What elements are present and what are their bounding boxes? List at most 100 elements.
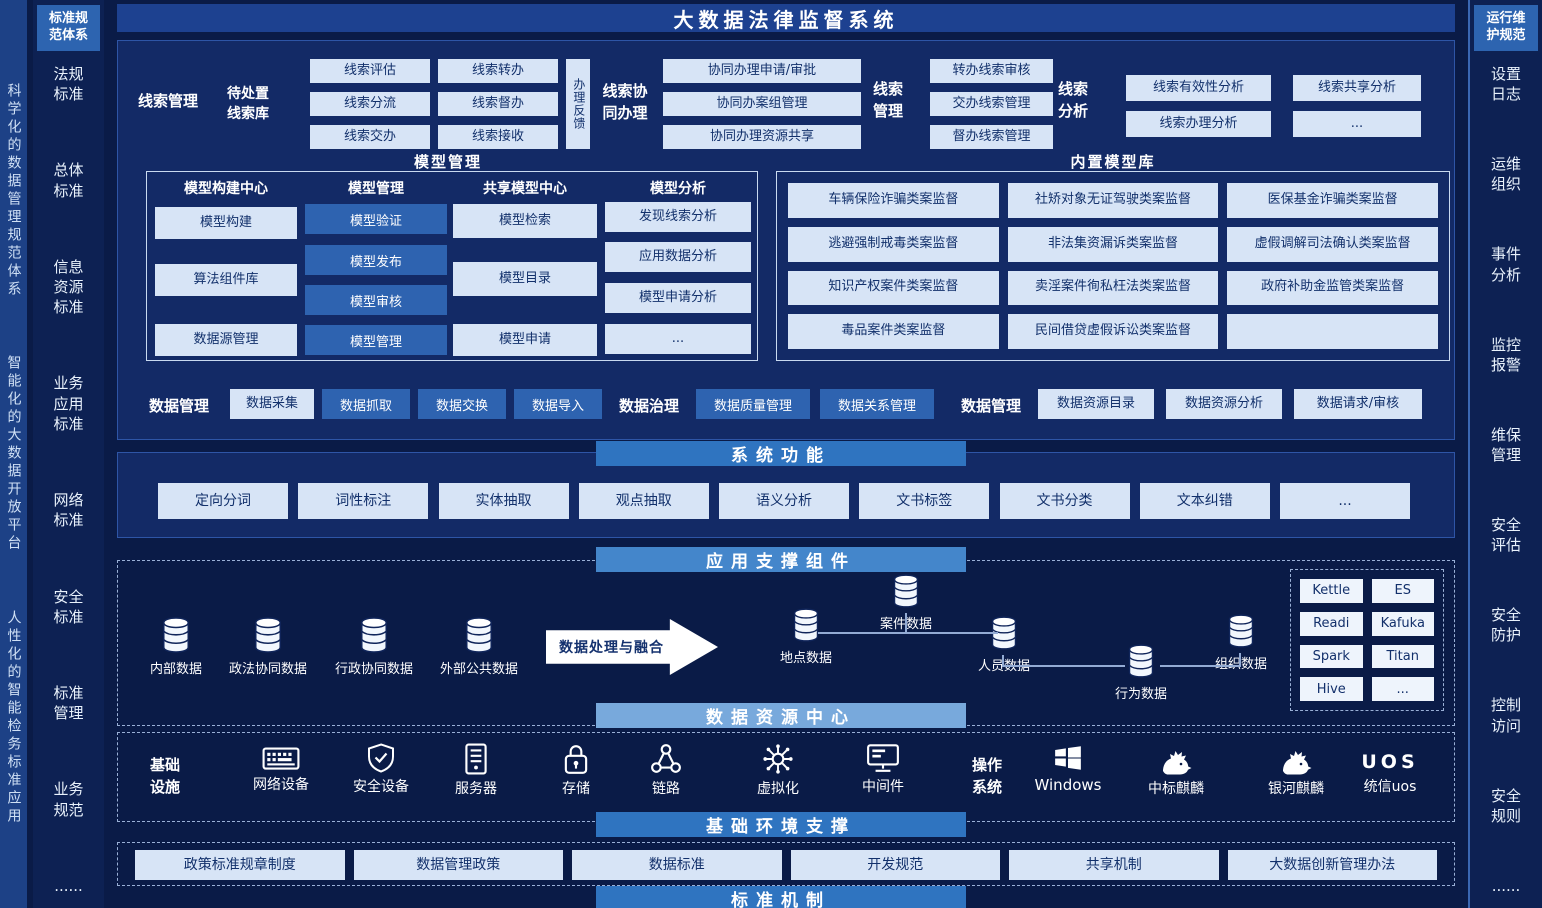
model-box: 算法组件库 xyxy=(155,264,297,296)
clue-box: 线索分流 xyxy=(310,92,430,116)
model-box: 数据源管理 xyxy=(155,324,297,356)
clue-box: 线索转办 xyxy=(438,59,558,83)
app-support-banner: 应用支撑组件 xyxy=(596,547,966,572)
clue-analysis-column-2: 线索共享分析 ... xyxy=(1293,75,1421,137)
model-box: 模型验证 xyxy=(305,204,447,234)
data-box: 数据请求/审核 xyxy=(1294,389,1422,419)
model-box: 应用数据分析 xyxy=(605,242,751,272)
device-group: 网络设备 xyxy=(236,743,326,794)
ops-rail: 运行维护规范 设置日志 运维组织 事件分析 监控报警 维保管理 安全评估 安全防… xyxy=(1468,0,1542,908)
database-icon xyxy=(1126,643,1156,679)
model-box: 模型管理 xyxy=(305,325,447,355)
model-box: 模型目录 xyxy=(453,262,597,296)
os-item-label: 统信uos xyxy=(1363,779,1417,795)
server-icon xyxy=(463,743,489,775)
windows-logo-icon xyxy=(1053,743,1083,773)
data-box: 数据资源目录 xyxy=(1038,389,1154,419)
builtin-model-title: 内置模型库 xyxy=(1070,153,1156,171)
model-box: 模型申请 xyxy=(453,324,597,356)
clue-box: 督办线索管理 xyxy=(930,125,1053,149)
system-function-box: 观点抽取 xyxy=(578,483,709,519)
core-panel: 线索管理 待处置线索库 线索评估 线索分流 线索交办 线索转办 线索督办 线索接… xyxy=(117,40,1455,440)
database-icon xyxy=(160,616,192,654)
standards-rail-item: 业务规范 xyxy=(53,780,84,819)
clue-analysis-label: 线索分析 xyxy=(1057,80,1088,120)
database-icon xyxy=(791,607,821,643)
clue-box: 线索评估 xyxy=(310,59,430,83)
device-group: 虚拟化 xyxy=(733,743,823,798)
clue-box: 交办线索管理 xyxy=(930,92,1053,116)
pending-clue-pool-label: 待处置线索库 xyxy=(227,86,269,123)
data-source-group: 行政协同数据 xyxy=(326,616,422,677)
builtin-model-box: 车辆保险诈骗类案监督 xyxy=(788,183,999,218)
ops-rail-title: 运行维护规范 xyxy=(1474,5,1538,51)
model-manage-column: 模型管理 模型验证 模型发布 模型审核 模型管理 xyxy=(305,172,447,360)
model-box: 发现线索分析 xyxy=(605,202,751,232)
builtin-model-panel: 车辆保险诈骗类案监督 社矫对象无证驾驶类案监督 医保基金诈骗类案监督 逃避强制戒… xyxy=(776,171,1450,361)
collab-box: 协同办理申请/审批 xyxy=(663,59,861,83)
device-label: 链路 xyxy=(652,781,680,797)
standards-rail-title: 标准规范体系 xyxy=(37,5,100,51)
data-management-label: 数据管理 xyxy=(148,397,209,415)
policy-box: 开发规范 xyxy=(790,850,1000,880)
connector-line xyxy=(1160,665,1240,667)
database-icon xyxy=(1226,613,1256,649)
model-box: 模型发布 xyxy=(305,245,447,275)
connector-line xyxy=(1002,655,1004,667)
builtin-model-box: 政府补助金监管类案监督 xyxy=(1227,270,1438,306)
builtin-model-box: 社矫对象无证驾驶类案监督 xyxy=(1007,183,1219,218)
ops-rail-item: 安全防护 xyxy=(1490,606,1521,645)
model-column-header: 模型管理 xyxy=(348,181,404,197)
standards-rail: 标准规范体系 法规标准 总体标准 信息资源标准 业务应用标准 网络标准 安全标准… xyxy=(33,0,104,908)
standards-rail-item: ...... xyxy=(54,876,83,895)
device-group: 存储 xyxy=(531,743,621,798)
standards-rail-item: 安全标准 xyxy=(53,587,84,626)
clue-review-column: 转办线索审核 交办线索管理 督办线索管理 xyxy=(930,59,1053,149)
model-management-panel: 模型构建中心 模型构建 算法组件库 数据源管理 模型管理 模型验证 模型发布 模… xyxy=(146,171,758,361)
clue-box: 线索督办 xyxy=(438,92,558,116)
data-target-group: 地点数据 xyxy=(761,607,851,666)
tool-box: Spark xyxy=(1300,644,1363,669)
model-box: ... xyxy=(605,324,751,354)
tool-box: Kafuka xyxy=(1371,611,1434,636)
ops-rail-item: ...... xyxy=(1491,876,1521,895)
collab-column: 协同办理申请/审批 协同办案组管理 协同办理资源共享 xyxy=(663,59,861,149)
system-function-box: 文书标签 xyxy=(859,483,990,519)
ops-rail-list: 设置日志 运维组织 事件分析 监控报警 维保管理 安全评估 安全防护 控制访问 … xyxy=(1470,64,1542,896)
os-group: UOS 统信uos xyxy=(1345,743,1435,796)
clue-eval-column: 线索评估 线索分流 线索交办 xyxy=(310,59,430,149)
system-function-box: 语义分析 xyxy=(719,483,849,519)
kylin-logo-icon xyxy=(1158,743,1194,775)
model-share-column: 共享模型中心 模型检索 模型目录 模型申请 xyxy=(453,172,597,360)
clue-box: 转办线索审核 xyxy=(930,59,1053,83)
system-function-box: ... xyxy=(1280,483,1410,519)
builtin-model-box xyxy=(1227,314,1438,349)
device-group: 安全设备 xyxy=(336,743,426,796)
data-box: 数据关系管理 xyxy=(820,389,934,419)
database-icon xyxy=(463,616,495,654)
data-target-label: 地点数据 xyxy=(779,651,832,666)
os-item-label: Windows xyxy=(1034,776,1102,794)
model-column-header: 模型构建中心 xyxy=(184,181,268,197)
system-function-box: 实体抽取 xyxy=(438,483,569,519)
collab-box: 协同办案组管理 xyxy=(663,92,861,116)
infrastructure-panel: 基础设施 网络设备 安全设备 服务器 存储 链路 虚拟化 中间件 操作 xyxy=(117,732,1455,822)
builtin-model-box: 知识产权案件类案监督 xyxy=(788,270,999,306)
philosophy-phrase: 智能化的大数据开放平台 xyxy=(5,355,22,553)
data-source-label: 政法协同数据 xyxy=(228,662,307,677)
clue-management2-label: 线索管理 xyxy=(872,80,903,120)
clue-box: ... xyxy=(1293,111,1421,137)
database-icon xyxy=(891,573,921,609)
env-support-banner: 基础环境支撑 xyxy=(596,812,966,837)
data-management2-label: 数据管理 xyxy=(960,397,1021,415)
collab-box: 协同办理资源共享 xyxy=(663,125,861,149)
builtin-model-box: 卖淫案件徇私枉法类案监督 xyxy=(1007,270,1219,306)
builtin-model-box: 逃避强制戒毒类案监督 xyxy=(788,226,999,262)
os-group: 银河麒麟 xyxy=(1251,743,1341,798)
ops-rail-item: 维保管理 xyxy=(1490,425,1521,464)
data-box: 数据导入 xyxy=(514,389,602,419)
philosophy-phrase: 科学化的数据管理规范体系 xyxy=(5,82,22,299)
philosophy-phrase: 人性化的智能检务标准应用 xyxy=(5,609,22,826)
policy-box: 共享机制 xyxy=(1009,850,1219,880)
tool-grid: Kettle ES Readi Kafuka Spark Titan Hive … xyxy=(1290,569,1444,711)
